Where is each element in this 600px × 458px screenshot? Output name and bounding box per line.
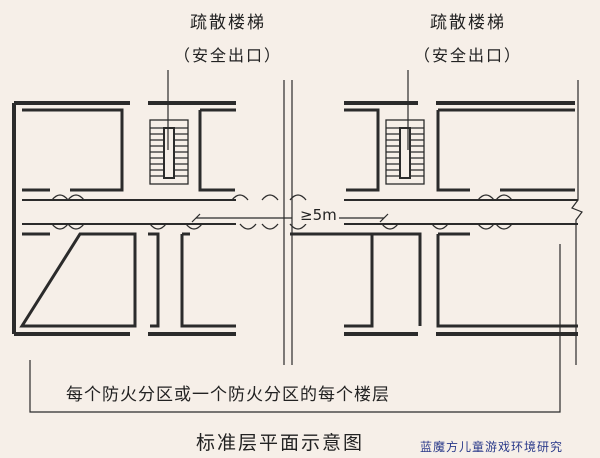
exterior-walls [12,101,578,336]
break-lines [283,80,583,365]
watermark: 蓝魔方儿童游戏环境研究 [420,440,564,454]
stair-subtitle-right: （安全出口） [414,46,523,65]
stair-title-right: 疏散楼梯 [430,13,506,33]
distance-label: ≥5m [298,206,339,224]
stairwell-right [385,119,425,185]
compartment-caption: 每个防火分区或一个防火分区的每个楼层 [62,380,394,405]
stair-subtitle-left: （安全出口） [174,46,283,65]
room-walls [19,108,578,328]
stair-title-left: 疏散楼梯 [190,13,266,33]
corridor [22,199,578,225]
stairwell-left [149,119,189,185]
diagram-title: 标准层平面示意图 [196,432,365,454]
compartment-boundary [29,244,561,413]
distance-dimension [191,213,389,223]
leader-lines [167,70,409,150]
doors [51,194,513,230]
